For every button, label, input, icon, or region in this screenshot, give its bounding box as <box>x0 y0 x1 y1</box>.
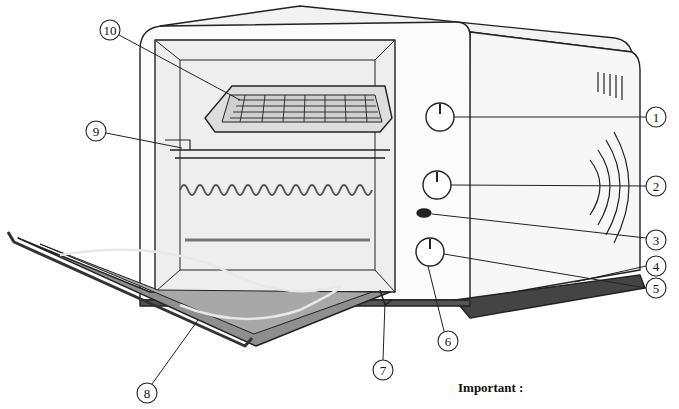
wire-rack <box>165 140 390 158</box>
callout-number: 9 <box>93 125 100 138</box>
oven-base <box>455 275 645 318</box>
callout-number: 2 <box>653 180 660 193</box>
callout-number: 10 <box>104 24 117 37</box>
note-heading: Important : <box>458 381 523 394</box>
callout-number: 1 <box>653 111 660 124</box>
callout-number: 8 <box>144 387 151 400</box>
callout-number: 3 <box>653 234 660 247</box>
baking-tray <box>205 86 392 132</box>
callout-number: 7 <box>380 364 387 377</box>
callout-number: 6 <box>445 335 452 348</box>
leader-lines <box>106 35 646 384</box>
cavity-walls <box>155 40 395 292</box>
oven-cavity <box>155 40 395 292</box>
side-vents <box>590 72 629 243</box>
heating-element <box>180 185 372 195</box>
callout-number: 5 <box>653 282 660 295</box>
open-door <box>8 232 392 346</box>
oven-side <box>468 32 640 300</box>
control-knobs <box>416 103 454 266</box>
callout-number: 4 <box>653 260 660 273</box>
callout-circles <box>86 20 666 403</box>
lower-element <box>185 239 370 242</box>
